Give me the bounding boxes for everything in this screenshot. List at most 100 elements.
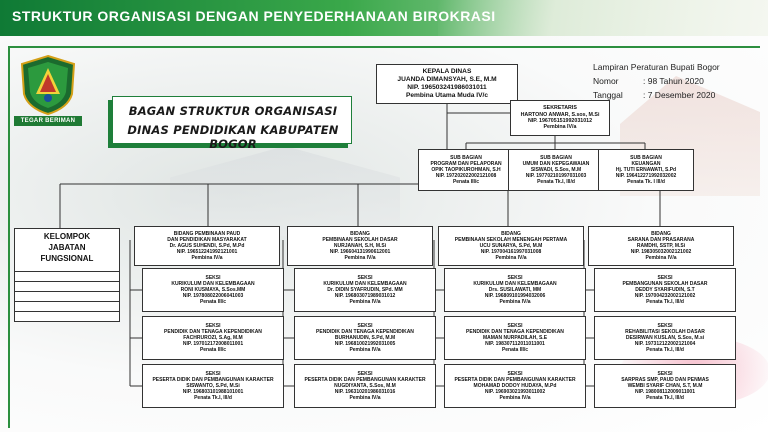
subbagian-nip: NIP. 197702101997031003 (525, 173, 587, 179)
seksi-name: Drs. SUSILAWATI, MM (488, 287, 542, 293)
sekretaris-box: SEKRETARIS HARTONO ANWAR, S.sos, M.Si NI… (510, 100, 610, 136)
bidang-head-nip: NIP. 197004161997031008 (480, 249, 542, 255)
bidang-head-l1: BIDANG (350, 231, 370, 237)
subbagian-unit: KEUANGAN (631, 161, 661, 167)
seksi-nip: NIP. 197012172008011001 (182, 341, 244, 347)
bidang-head-rank: Pembina IV/a (495, 255, 527, 261)
regulation-reference: Lampiran Peraturan Bupati Bogor Nomor: 9… (593, 60, 720, 102)
bogor-regency-emblem (18, 54, 78, 116)
seksi-l1: SEKSI (357, 323, 373, 329)
kelompok-row (14, 302, 120, 312)
seksi-name: FACHRUROZI, S.Ag, M.M (183, 335, 243, 341)
seksi-l2: PESERTA DIDIK DAN PEMBANGUNAN KARAKTER (454, 377, 576, 383)
banner-line-1: BAGAN STRUKTUR ORGANISASI (128, 104, 338, 118)
seksi-l2: SARPRAS SMP, PAUD DAN PENMAS (621, 377, 709, 383)
kepala-name: JUANDA DIMANSYAH, S.E, M.M (397, 76, 497, 84)
seksi-nip: NIP. 198307112011011001 (485, 341, 545, 347)
seksi-l1: SEKSI (657, 323, 673, 329)
emblem-motto: TEGAR BERIMAN (14, 116, 82, 126)
seksi-name: WEMBI SYARIF CHAN, S.T, M.M (627, 383, 703, 389)
chart-banner: BAGAN STRUKTUR ORGANISASI DINAS PENDIDIK… (112, 96, 352, 151)
tanggal-value: : 7 Desember 2020 (643, 90, 716, 100)
sekretaris-name: HARTONO ANWAR, S.sos, M.Si (520, 111, 600, 118)
seksi-nip: NIP. 196803101988101001 (182, 389, 244, 395)
subbagian-nip: NIP. 197202022002121008 (435, 173, 497, 179)
bidang-head-l1: BIDANG (651, 231, 671, 237)
seksi-rank: Penata Tk.I, III/d (646, 299, 684, 305)
seksi-rank: Pembina IV/a (499, 299, 531, 305)
sekretaris-title: SEKRETARIS (543, 105, 577, 112)
kelompok-line-3: FUNGSIONAL (40, 254, 94, 263)
seksi-name: NUGDIYANTA, S.Sos, M.M (334, 383, 396, 389)
seksi-name: MAMAN NURPADILAH, S.E (482, 335, 548, 341)
nomor-row: Nomor : 98 Tahun 2020 (593, 74, 720, 88)
seksi-rank: Pembina IV/a (349, 299, 381, 305)
kelompok-row (14, 312, 120, 322)
subbagian-rank: Penata Tk.I, III/d (537, 179, 575, 185)
bidang-head-name: UCU SUNARYA, S.Pd, M.M (479, 243, 543, 249)
seksi-l1: SEKSI (507, 275, 523, 281)
subbagian-name: OPIK TAOPIKUROHMAN, S.H (431, 167, 501, 173)
seksi-rank: Pembina IV/a (349, 347, 381, 353)
bidang-head-rank: Pembina IV/a (191, 255, 223, 261)
tanggal-row: Tanggal : 7 Desember 2020 (593, 88, 720, 102)
subbagian-nip: NIP. 196412271992032002 (615, 173, 677, 179)
subbagian-rank: Penata Tk. I III/d (627, 179, 665, 185)
bidang-head-rank: Pembina IV/a (344, 255, 376, 261)
seksi-l2: PESERTA DIDIK DAN PEMBANGUNAN KARAKTER (304, 377, 426, 383)
page-title: STRUKTUR ORGANISASI DENGAN PENYEDERHANAA… (12, 8, 496, 24)
seksi-l2: PEMBANGUNAN SEKOLAH DASAR (622, 281, 708, 287)
seksi-l2: PENDIDIK DAN TENAGA KEPENDIDIKAN (316, 329, 414, 335)
kepala-dinas-box: KEPALA DINAS JUANDA DIMANSYAH, S.E, M.M … (376, 64, 518, 104)
bidang-head-l1: BIDANG (501, 231, 521, 237)
seksi-nip: NIP. 196809101994032006 (484, 293, 546, 299)
seksi-l2: KURIKULUM DAN KELEMBAGAAN (473, 281, 557, 287)
bidang-head-nip: NIP. 196604131990612001 (329, 249, 391, 255)
subbagian-title: SUB BAGIAN (630, 155, 662, 161)
sekretaris-rank: Pembina IV/a (543, 124, 577, 131)
kepala-nip: NIP. 196503241986031011 (407, 84, 487, 91)
seksi-nip: NIP. 197312122002121004 (634, 341, 696, 347)
seksi-nip: NIP. 196810021992031005 (334, 341, 396, 347)
subbagian-umum-box: SUB BAGIAN UMUM DAN KEPEGAWAIAN SISWADI,… (508, 149, 604, 191)
seksi-nip: NIP. 198008112009011001 (635, 389, 695, 395)
seksi-name: RONI KUSMAYA, S.Sos.MM (180, 287, 246, 293)
header-stripe (438, 0, 768, 36)
seksi-nip: NIP. 196310201986031016 (334, 389, 396, 395)
nomor-label: Nomor (593, 76, 619, 86)
kelompok-jabatan-fungsional-box: KELOMPOK JABATAN FUNGSIONAL (14, 228, 120, 272)
tanggal-label: Tanggal (593, 90, 623, 100)
banner-line-2: DINAS PENDIDIKAN KABUPATEN BOGOR (127, 123, 339, 151)
seksi-l1: SEKSI (205, 275, 221, 281)
nomor-value: : 98 Tahun 2020 (643, 76, 704, 86)
seksi-l2: PENDIDIK DAN TENAGA KEPENDIDIKAN (164, 329, 262, 335)
bidang-head-l2: DAN PENDIDIKAN MASYARAKAT (167, 237, 247, 243)
kelompok-row (14, 282, 120, 292)
seksi-name: SISWANTO, S.Pd, M.Si (186, 383, 240, 389)
subbagian-title: SUB BAGIAN (450, 155, 482, 161)
bidang-head-name: Dr. AGUS SUHENDI, S.Pd, M.Pd (169, 243, 245, 249)
kelompok-line-2: JABATAN (48, 243, 86, 252)
seksi-l1: SEKSI (657, 371, 673, 377)
seksi-name: DESIRWAN KUSLAN, S.Sos, M.si (625, 335, 705, 341)
seksi-rank: Pembina IV/a (349, 395, 381, 401)
seksi-nip: NIP. 196903021993011002 (484, 389, 546, 395)
subbagian-unit: UMUM DAN KEPEGAWAIAN (522, 161, 590, 167)
subbagian-unit: PROGRAM DAN PELAPORAN (430, 161, 502, 167)
seksi-l2: PESERTA DIDIK DAN PEMBANGUNAN KARAKTER (152, 377, 274, 383)
bidang-head-rank: Pembina IV/a (645, 255, 677, 261)
bidang-head-nip: NIP. 198305032002121002 (630, 249, 692, 255)
seksi-rank: Penata III/c (501, 347, 529, 353)
seksi-l1: SEKSI (507, 371, 523, 377)
bidang-head-name: RAMDHI, SSTP, M.Si (636, 243, 686, 249)
sekretaris-nip: NIP. 196705151992031012 (527, 118, 593, 124)
